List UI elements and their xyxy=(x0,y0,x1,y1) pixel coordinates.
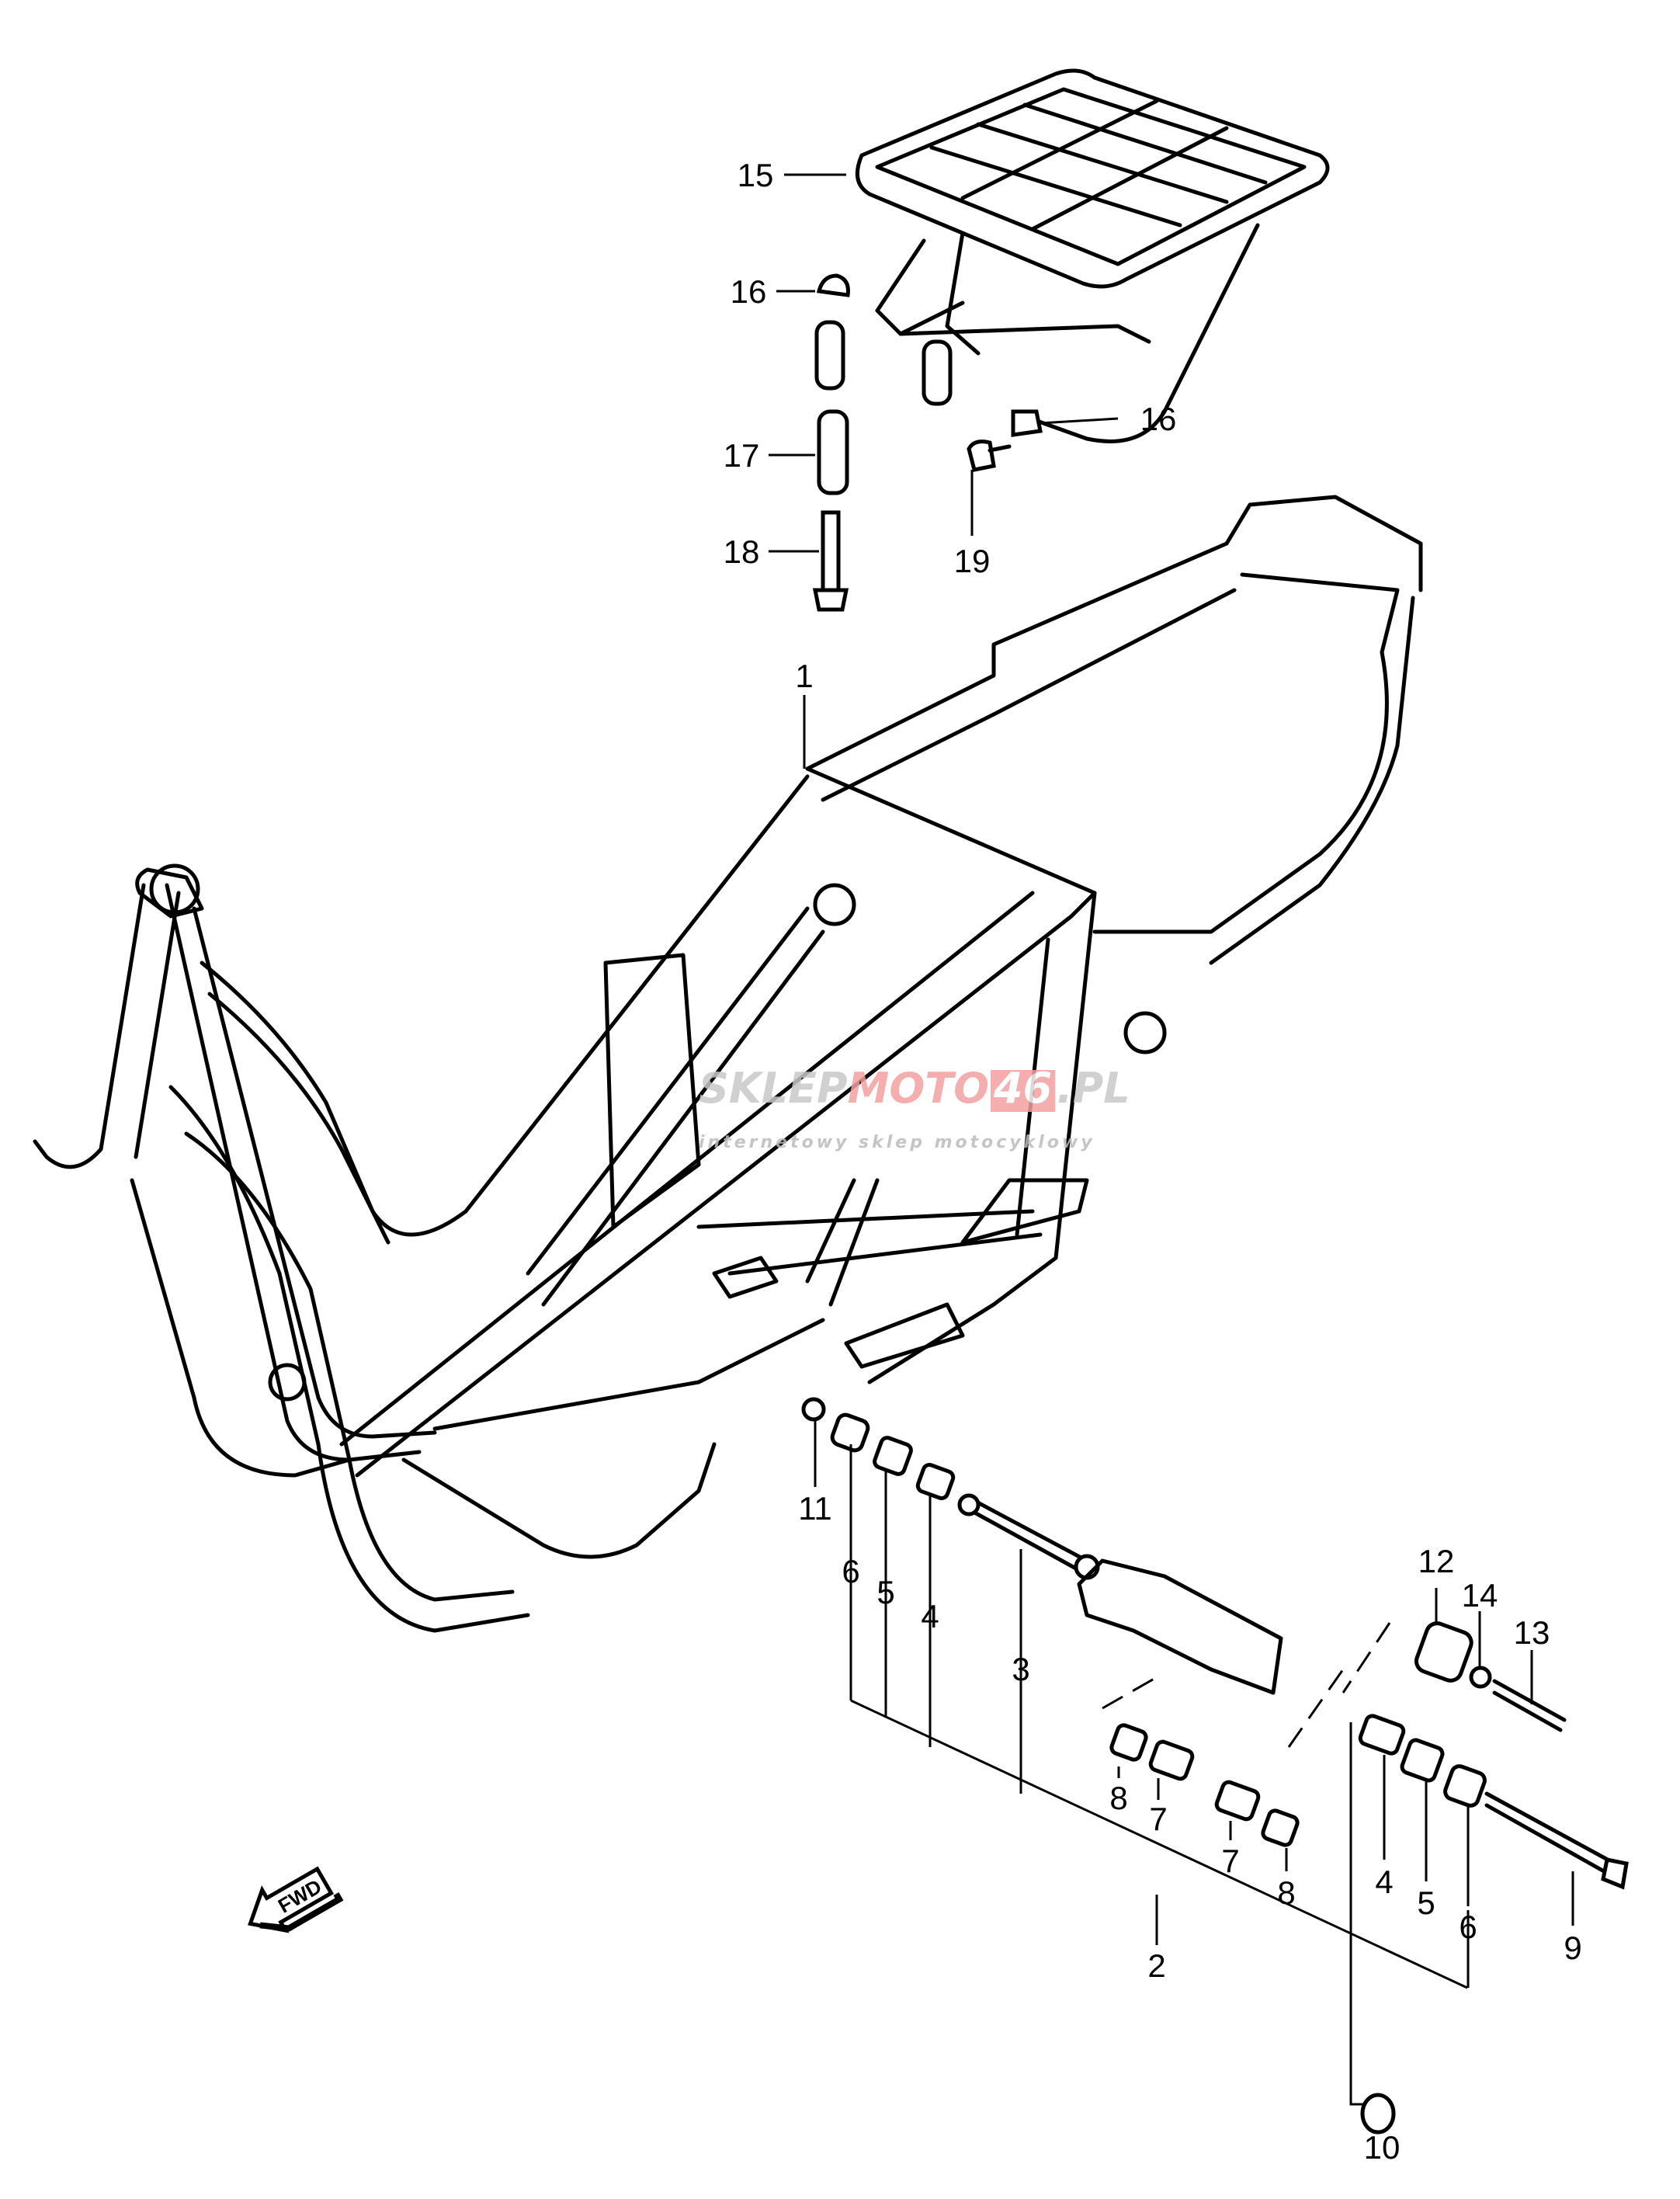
label-7: 7 xyxy=(1221,1843,1239,1879)
spacer-4 xyxy=(915,1462,956,1501)
bushing-6b xyxy=(1443,1764,1487,1808)
collar-7b xyxy=(1214,1780,1261,1822)
collar-17 xyxy=(817,409,849,495)
washer-14 xyxy=(1469,1666,1492,1689)
label-5: 5 xyxy=(876,1574,894,1610)
watermark-box xyxy=(991,1070,1056,1112)
leader-lines xyxy=(769,173,1574,2106)
collar-7 xyxy=(1148,1739,1195,1781)
label-11: 11 xyxy=(798,1490,832,1527)
watermark-number: 46 xyxy=(993,1064,1052,1113)
bearing-5b xyxy=(1400,1738,1445,1783)
watermark-gray: SKLEP xyxy=(699,1064,848,1113)
nut-16 xyxy=(816,273,850,297)
label-7: 7 xyxy=(1149,1801,1167,1837)
spacer xyxy=(922,339,953,406)
rack-fasteners xyxy=(812,273,1043,612)
bushing-6 xyxy=(830,1412,870,1453)
spacer-4b xyxy=(1358,1714,1406,1756)
label-12: 12 xyxy=(1418,1543,1455,1579)
label-17: 17 xyxy=(724,437,760,474)
label-4: 4 xyxy=(1375,1864,1393,1900)
label-5: 5 xyxy=(1417,1885,1435,1921)
bolt-13 xyxy=(1492,1679,1567,1732)
watermark-red: MOTO xyxy=(848,1064,989,1113)
watermark-tagline: internetowy sklep motocyklowy xyxy=(699,1133,1095,1152)
label-10: 10 xyxy=(1364,2129,1401,2166)
bushing-12 xyxy=(1414,1621,1473,1683)
label-3: 3 xyxy=(1012,1651,1029,1687)
label-4: 4 xyxy=(921,1598,939,1634)
bearing-5 xyxy=(873,1436,913,1476)
engine-mount-parts xyxy=(801,1397,1629,2135)
label-16: 16 xyxy=(731,273,767,310)
label-13: 13 xyxy=(1514,1614,1550,1651)
label-9: 9 xyxy=(1564,1930,1581,1966)
part-number-labels: 15 16 16 17 18 19 1 11 6 5 4 3 12 14 13 … xyxy=(724,157,1582,2166)
label-1: 1 xyxy=(795,658,813,694)
label-16: 16 xyxy=(1140,401,1177,437)
rear-carrier-rack xyxy=(855,68,1330,443)
shaft-3 xyxy=(968,1496,1089,1563)
label-8: 8 xyxy=(1277,1874,1295,1911)
label-6: 6 xyxy=(1459,1909,1477,1945)
label-14: 14 xyxy=(1462,1577,1498,1614)
bearing-8b xyxy=(1261,1808,1300,1847)
clip-19 xyxy=(967,439,996,472)
main-frame xyxy=(33,495,1423,1633)
label-8: 8 xyxy=(1109,1780,1127,1816)
label-19: 19 xyxy=(954,543,991,579)
bolt-18 xyxy=(821,510,841,592)
fwd-arrow-icon: FWD xyxy=(248,1866,344,1933)
label-6: 6 xyxy=(842,1553,859,1589)
label-15: 15 xyxy=(738,157,774,193)
washer-10 xyxy=(1360,2093,1396,2135)
nut-16b xyxy=(1011,409,1043,437)
engine-mount-bracket-2 xyxy=(1077,1558,1283,1695)
bearing-8 xyxy=(1109,1723,1148,1762)
label-18: 18 xyxy=(724,533,760,570)
bolt-9 xyxy=(1484,1791,1617,1878)
watermark-suffix: .PL xyxy=(1057,1064,1130,1113)
nut-11 xyxy=(801,1397,826,1422)
label-2: 2 xyxy=(1147,1947,1165,1984)
spacer xyxy=(814,320,845,391)
